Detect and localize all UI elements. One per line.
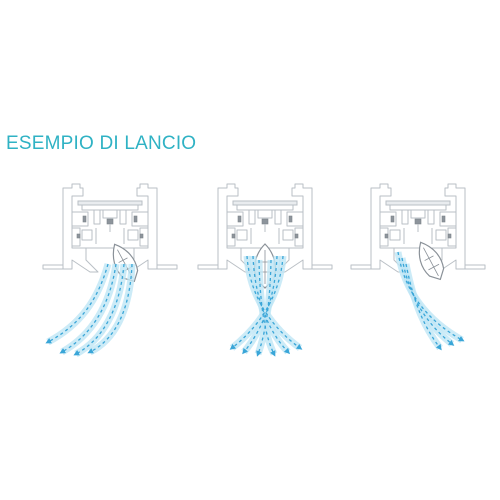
diagram-throw-left: [42, 183, 178, 358]
airflow-arrows-right: [394, 251, 465, 351]
diffuser-profile-center: [197, 183, 333, 289]
deflector-vane: [418, 241, 445, 281]
diffuser-profile-left: [42, 183, 178, 283]
page-title: ESEMPIO DI LANCIO: [6, 133, 197, 154]
airflow-arrows-split: [229, 255, 303, 357]
airflow-arrows-left: [45, 263, 136, 358]
diagram-throw-right: [350, 183, 486, 351]
diagram-throw-split: [197, 183, 333, 357]
diffuser-profile-right: [350, 183, 486, 281]
